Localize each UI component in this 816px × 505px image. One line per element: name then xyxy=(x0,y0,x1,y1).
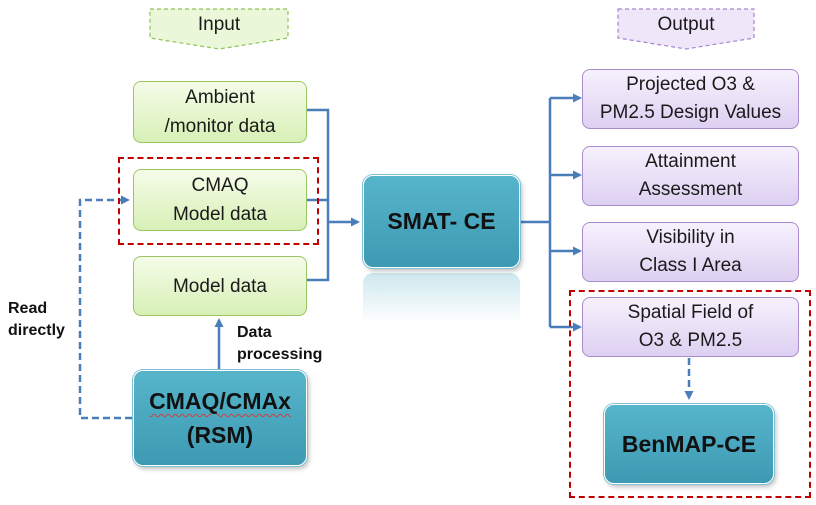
read-directly-note: Read directly xyxy=(8,298,88,342)
rsm-line-1: CMAQ/CMAx xyxy=(149,388,291,414)
output-label: Output xyxy=(657,13,715,35)
read-directly-arrow xyxy=(78,195,132,420)
read-directly-line-2: directly xyxy=(8,322,65,339)
projected-design-values-box: Projected O3 & PM2.5 Design Values xyxy=(582,69,799,129)
benmap-ce-label: BenMAP-CE xyxy=(621,430,757,457)
model-data-label: Model data xyxy=(172,275,267,297)
visibility-line-2: Class I Area xyxy=(639,255,742,276)
input-label: Input xyxy=(197,13,241,35)
visibility-line-1: Visibility in xyxy=(646,227,735,248)
data-processing-line-1: Data xyxy=(237,324,272,341)
attainment-line-2: Assessment xyxy=(638,179,743,200)
attainment-line-1: Attainment xyxy=(645,151,736,172)
cmaq-line-1: CMAQ xyxy=(191,175,249,196)
output-tag: Output xyxy=(617,9,755,39)
read-directly-line-1: Read xyxy=(8,300,48,317)
data-processing-line-2: processing xyxy=(237,346,323,363)
spatial-line-1: Spatial Field of xyxy=(627,302,754,323)
smat-reflection xyxy=(363,273,520,323)
benmap-ce-box: BenMAP-CE xyxy=(604,404,774,484)
spatial-line-2: O3 & PM2.5 xyxy=(638,330,743,351)
model-data-box: Model data xyxy=(133,256,307,316)
smat-output-connector xyxy=(520,98,552,327)
visibility-class-i-box: Visibility in Class I Area xyxy=(582,222,799,282)
smat-ce-label: SMAT- CE xyxy=(387,208,496,234)
ambient-line-1: Ambient xyxy=(185,87,255,108)
projected-line-2: PM2.5 Design Values xyxy=(599,102,782,123)
input-tag: Input xyxy=(149,9,289,39)
cmaq-highlight-frame xyxy=(118,157,319,245)
attainment-assessment-box: Attainment Assessment xyxy=(582,146,799,206)
cmaq-line-2: Model data xyxy=(172,204,267,225)
rsm-line-2: (RSM) xyxy=(186,422,254,448)
output-tag-shape xyxy=(617,8,755,50)
smat-ce-box: SMAT- CE xyxy=(363,175,520,268)
ambient-line-2: /monitor data xyxy=(164,116,276,137)
cmaq-cmax-rsm-box: CMAQ/CMAx (RSM) xyxy=(133,370,307,466)
projected-line-1: Projected O3 & xyxy=(626,74,755,95)
data-processing-note: Data processing xyxy=(237,322,347,366)
spatial-field-box: Spatial Field of O3 & PM2.5 xyxy=(582,297,799,357)
benmap-highlight-frame xyxy=(569,290,811,498)
cmaq-model-data-box: CMAQ Model data xyxy=(133,169,307,231)
ambient-monitor-data-box: Ambient /monitor data xyxy=(133,81,307,143)
input-tag-shape xyxy=(149,8,289,50)
